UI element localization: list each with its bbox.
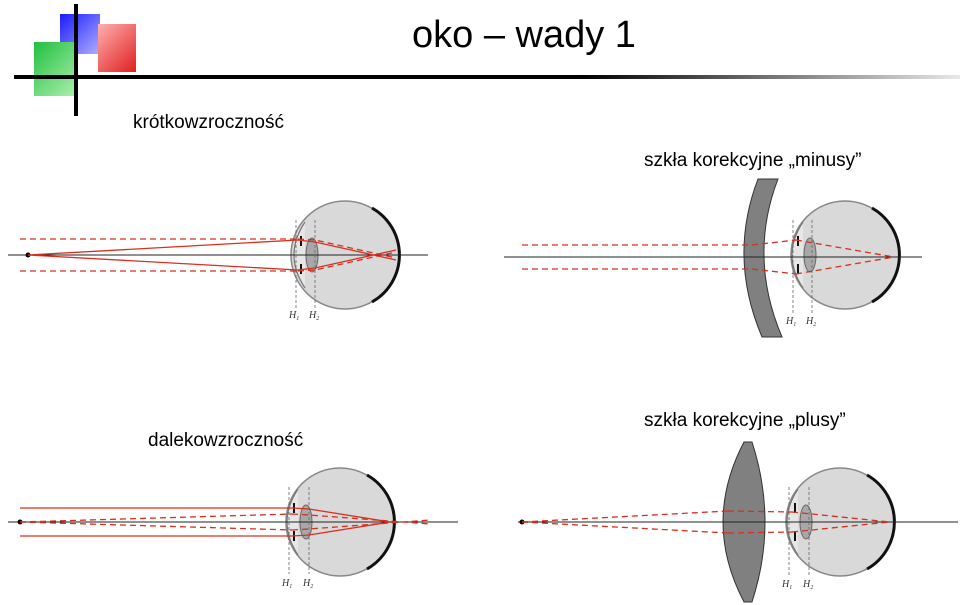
page-title: oko – wady 1 bbox=[412, 14, 636, 56]
rays bbox=[522, 239, 895, 275]
diverging-lens bbox=[743, 178, 783, 338]
h1-label: H1 bbox=[785, 316, 796, 328]
h2-label: H2 bbox=[302, 578, 313, 590]
ray-dashed bbox=[19, 521, 293, 531]
myopia-diagram: H1 H2 bbox=[8, 200, 428, 322]
ray-dashed bbox=[795, 239, 895, 258]
ray-dashed bbox=[751, 239, 797, 246]
ray-dashed bbox=[521, 521, 729, 534]
title-rule bbox=[14, 75, 960, 79]
h1-label: H1 bbox=[288, 310, 299, 322]
hyperopia-correction-diagram: H1 H2 bbox=[518, 441, 958, 603]
h1-label: H1 bbox=[781, 579, 792, 591]
ray-solid bbox=[297, 249, 397, 271]
myopia-correction-diagram: H1 H2 bbox=[504, 178, 922, 338]
ray-dashed bbox=[795, 256, 895, 275]
ray-dashed bbox=[727, 510, 793, 513]
ray-solid bbox=[27, 254, 299, 271]
label-hyperopia-correction: szkła korekcyjne „plusy” bbox=[644, 410, 846, 431]
eyeball bbox=[790, 200, 901, 310]
ray-dashed bbox=[791, 521, 891, 533]
logo-vertical-bar bbox=[74, 4, 78, 116]
ray-solid bbox=[27, 239, 299, 256]
h2-label: H2 bbox=[308, 310, 319, 322]
ray-dashed bbox=[291, 519, 431, 531]
h2-label: H2 bbox=[802, 579, 813, 591]
ray-solid bbox=[291, 507, 391, 523]
label-myopia-correction: szkła korekcyjne „minusy” bbox=[644, 150, 862, 171]
label-myopia: krótkowzroczność bbox=[133, 112, 284, 133]
rays bbox=[19, 507, 431, 537]
rays bbox=[521, 510, 891, 534]
ray-dashed bbox=[297, 251, 397, 272]
ray-dashed bbox=[751, 268, 797, 275]
ray-solid bbox=[291, 521, 391, 537]
ray-dashed bbox=[291, 513, 431, 525]
ray-solid bbox=[297, 239, 397, 261]
ray-dashed bbox=[521, 510, 729, 523]
logo-square-red bbox=[98, 24, 136, 72]
ray-dashed bbox=[297, 238, 397, 259]
logo-square-green bbox=[34, 42, 78, 96]
ray-dashed bbox=[791, 511, 891, 523]
hyperopia-diagram: H1 H2 bbox=[8, 467, 458, 590]
label-hyperopia: dalekowzroczność bbox=[148, 430, 304, 451]
h2-label: H2 bbox=[805, 316, 816, 328]
rays bbox=[20, 238, 397, 272]
ray-dashed bbox=[727, 531, 793, 534]
h1-label: H1 bbox=[281, 578, 292, 590]
ray-dashed bbox=[19, 513, 293, 523]
